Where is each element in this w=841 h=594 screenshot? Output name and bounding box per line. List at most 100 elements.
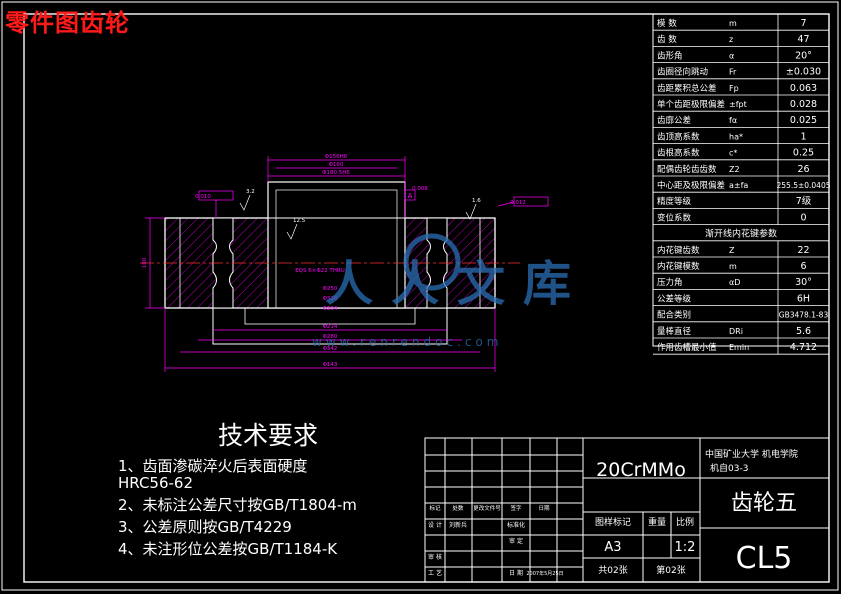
date-value: 2007年5月25日 — [526, 570, 563, 577]
param-label-8: 齿根高系数 — [657, 148, 700, 159]
title-block — [424, 437, 830, 583]
param-sym-6: fα — [729, 116, 737, 125]
param-label-9: 配偶齿轮齿齿数 — [657, 164, 717, 175]
dim-text-4: Φ280 — [323, 334, 338, 340]
dim-text-5: Φ342 — [323, 346, 338, 352]
spline-value-1: 6 — [800, 261, 806, 272]
param-sym-5: ±fpt — [729, 100, 747, 109]
class-name: 机自03-3 — [710, 462, 748, 474]
row-label-4: 日期 — [538, 505, 550, 512]
gear-section-view: Φ156H6Φ160Φ180.5H6Φ214Φ280Φ342Φ143Φ204Φ2… — [140, 154, 549, 372]
designer-name: 刘新兵 — [449, 521, 467, 529]
row-label-1: 处数 — [452, 504, 464, 512]
dim-text-0: Φ156H6 — [325, 154, 348, 160]
material: 20CrMMo — [596, 459, 686, 481]
param-label-11: 精度等级 — [657, 196, 692, 207]
datum-label: A — [408, 192, 413, 200]
mark-label: 图样标记 — [595, 516, 631, 528]
watermark-title: 零件图齿轮 — [5, 9, 130, 37]
dim-text-7: Φ204 — [323, 306, 338, 312]
process-label: 工 艺 — [428, 569, 442, 577]
spline-sym-0: Z — [729, 246, 735, 255]
spline-sym-5: DRi — [729, 327, 743, 336]
spline-value-6: 4.712 — [790, 342, 817, 353]
row-label-3: 签字 — [510, 504, 522, 512]
roughness-2: 12.5 — [293, 218, 306, 224]
dim-text-14: EQS 6×Φ22 THRU — [295, 268, 345, 274]
param-value-1: 47 — [797, 34, 809, 45]
param-value-3: ±0.030 — [786, 67, 821, 78]
watermark-url: www.renrendoc.com — [312, 335, 502, 349]
spline-label-2: 压力角 — [657, 277, 683, 288]
watermark-logo-text: 人人文库 — [325, 256, 589, 312]
spline-value-4: GB3478.1-83 — [779, 311, 829, 320]
param-label-1: 齿 数 — [657, 34, 677, 45]
sheet-number: 第02张 — [656, 564, 685, 576]
tech-requirements-title: 技术要求 — [218, 421, 319, 450]
weight-label: 重量 — [648, 516, 666, 528]
date-label: 日 期 — [509, 569, 523, 577]
standardization-label: 标准化 — [507, 521, 525, 529]
spline-label-1: 内花键模数 — [657, 261, 700, 272]
param-value-8: 0.25 — [793, 148, 814, 159]
param-label-10: 中心距及极限偏差 — [657, 180, 725, 191]
param-label-2: 齿形角 — [657, 50, 683, 61]
dim-text-9: Φ326 — [323, 296, 338, 302]
param-value-7: 1 — [800, 131, 806, 142]
total-sheets: 共02张 — [598, 565, 627, 576]
spline-label-3: 公差等级 — [657, 293, 692, 304]
dim-text-13: 0.008 — [412, 186, 428, 192]
param-sym-8: c* — [729, 149, 737, 158]
param-label-7: 齿顶高系数 — [657, 131, 700, 142]
spline-header: 渐开线内花键参数 — [705, 228, 777, 240]
spline-value-5: 5.6 — [796, 326, 811, 337]
part-name: 齿轮五 — [731, 491, 797, 516]
spline-sym-6: Emin — [729, 343, 749, 352]
row-label-2: 更改文件号 — [473, 504, 501, 512]
param-sym-4: Fp — [729, 84, 739, 93]
spline-label-5: 量棒直径 — [657, 326, 692, 337]
dim-text-12: 0.012 — [510, 200, 526, 206]
param-label-0: 模 数 — [657, 18, 677, 29]
param-value-12: 0 — [800, 212, 806, 223]
sheet-size: A3 — [604, 540, 621, 555]
spline-sym-2: αD — [729, 278, 740, 287]
roughness-1: 3.2 — [246, 189, 255, 195]
scale-value: 1:2 — [675, 540, 696, 555]
param-value-6: 0.025 — [790, 115, 817, 126]
spline-value-0: 22 — [797, 245, 809, 256]
tech-item-1: 1、齿面渗碳淬火后表面硬度 — [118, 457, 308, 475]
drawing-number: CL5 — [736, 541, 793, 576]
designer-label: 设 计 — [428, 521, 442, 529]
param-value-2: 20° — [795, 50, 812, 61]
dimension-lines — [145, 156, 549, 372]
param-sym-0: m — [729, 19, 737, 28]
param-value-0: 7 — [800, 18, 806, 29]
param-sym-3: Fr — [729, 68, 737, 77]
dim-text-2: Φ180.5H6 — [322, 170, 350, 176]
roughness-symbols — [239, 194, 477, 240]
dim-text-6: Φ143 — [323, 362, 338, 368]
spline-value-2: 30° — [795, 277, 812, 288]
dim-text-3: Φ214 — [323, 324, 338, 330]
param-sym-7: ha* — [729, 132, 743, 141]
spline-value-3: 6H — [797, 293, 810, 304]
tech-item-1b: HRC56-62 — [118, 474, 194, 492]
dim-text-1: Φ160 — [329, 162, 344, 168]
bore — [267, 181, 406, 309]
param-value-9: 26 — [797, 164, 809, 175]
param-label-4: 齿距累积总公差 — [657, 83, 717, 94]
watermark-logo: 人人文库 www.renrendoc.com — [312, 233, 589, 349]
param-label-5: 单个齿距极限偏差 — [657, 99, 725, 110]
param-sym-10: a±fa — [729, 181, 748, 190]
param-sym-1: z — [729, 35, 733, 44]
tech-item-4: 4、未注形位公差按GB/T1184-K — [118, 540, 338, 558]
param-sym-9: Z2 — [729, 165, 740, 174]
review-label: 审 核 — [428, 553, 442, 561]
spline-label-6: 作用齿槽最小值 — [657, 342, 717, 353]
param-value-11: 7级 — [796, 195, 812, 207]
approve-label: 审 定 — [509, 537, 523, 545]
